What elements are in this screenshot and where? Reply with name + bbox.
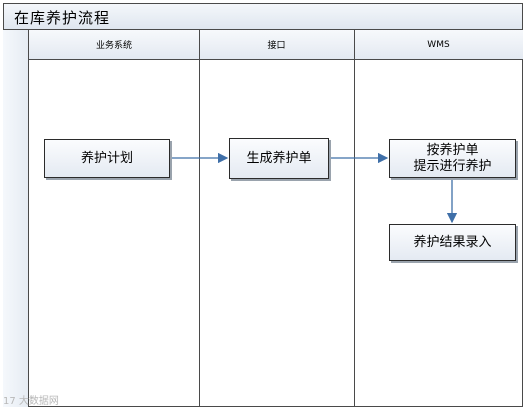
node-maintenance-plan: 养护计划 — [44, 139, 170, 178]
lane-divider — [199, 30, 200, 407]
node-label: 养护结果录入 — [413, 234, 492, 250]
node-label-line1: 按养护单 — [426, 142, 479, 158]
lane-header-interface: 接口 — [199, 30, 354, 60]
watermark: 17 大数据网 — [3, 396, 59, 407]
lane-divider — [354, 30, 355, 407]
node-label-line2: 提示进行养护 — [413, 158, 492, 174]
diagram-title: 在库养护流程 — [14, 9, 111, 27]
node-prompt-maintenance: 按养护单 提示进行养护 — [389, 139, 516, 178]
node-result-entry: 养护结果录入 — [389, 224, 516, 261]
lane-header-wms: WMS — [354, 30, 523, 60]
node-generate-order: 生成养护单 — [229, 138, 329, 179]
lane-header-business-system: 业务系统 — [29, 30, 199, 60]
title-bar: 在库养护流程 — [3, 3, 523, 30]
lane-label-interface: 接口 — [267, 41, 286, 51]
left-band — [3, 30, 29, 407]
node-label: 养护计划 — [80, 150, 133, 166]
node-label: 生成养护单 — [246, 150, 312, 166]
lane-label-business-system: 业务系统 — [95, 41, 132, 51]
lane-label-wms: WMS — [427, 39, 450, 50]
